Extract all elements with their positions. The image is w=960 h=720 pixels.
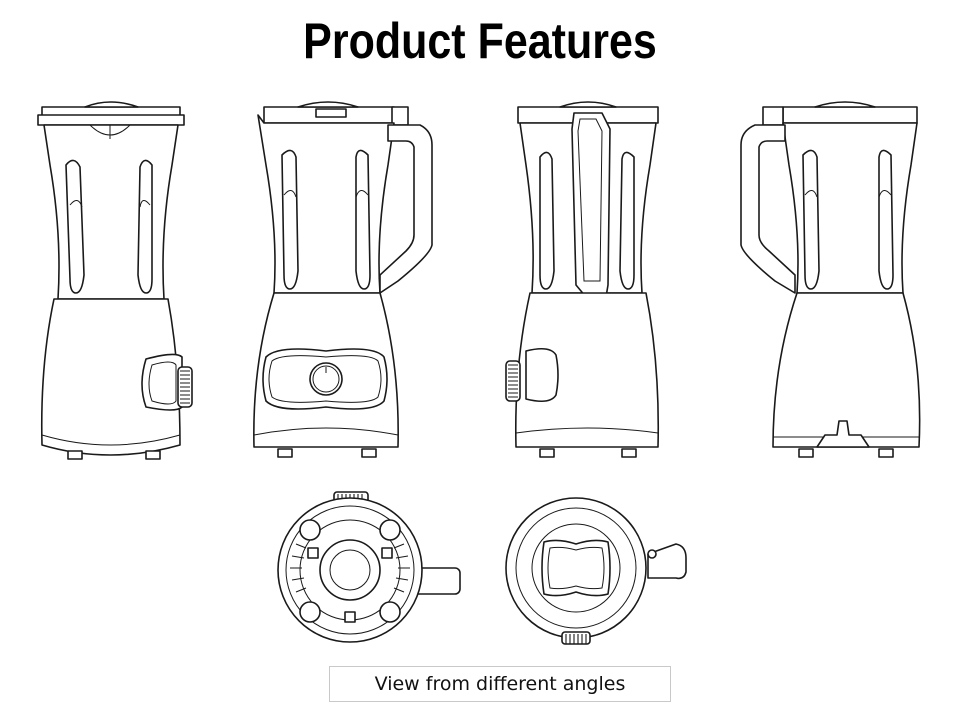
caption-text: View from different angles	[374, 673, 626, 695]
blender-top-view	[500, 488, 690, 648]
caption-box: View from different angles	[329, 666, 671, 702]
blender-side-view-handle-right	[238, 95, 438, 470]
blender-front-view	[30, 95, 210, 470]
page-title: Product Features	[303, 13, 657, 69]
blender-bottom-view	[272, 488, 464, 648]
blender-side-view-handle-left	[733, 95, 928, 470]
blender-back-view	[498, 95, 678, 470]
